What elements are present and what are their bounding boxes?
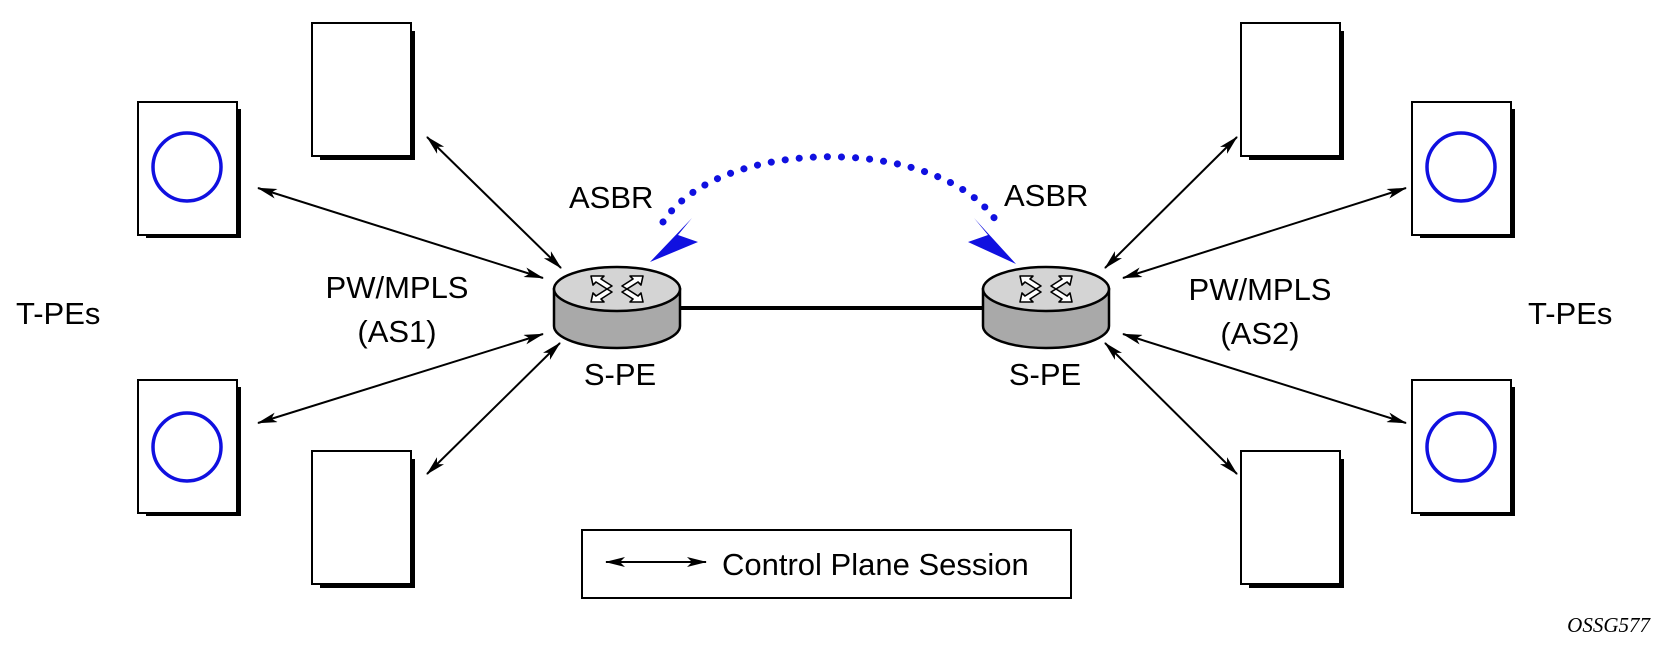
tpes-label-right: T-PEs xyxy=(1528,296,1612,331)
tpe-box-right-upper-plain xyxy=(1240,22,1344,160)
asbr-arrowhead-right xyxy=(968,218,1016,264)
session-arrow-left-upper-circle xyxy=(257,187,544,279)
pw-mpls-label-left-line1: PW/MPLS xyxy=(326,270,469,305)
tpe-box-right-upper-circle xyxy=(1411,101,1515,238)
circle-icon xyxy=(1425,411,1497,483)
tpes-label-left: T-PEs xyxy=(16,296,100,331)
tpe-box-left-upper-plain xyxy=(311,22,415,160)
circle-icon xyxy=(151,411,223,483)
spe-label-left: S-PE xyxy=(584,357,656,392)
asbr-label-left: ASBR xyxy=(569,180,653,215)
pw-mpls-label-right-line2: (AS2) xyxy=(1220,316,1299,351)
spe-label-right: S-PE xyxy=(1009,357,1081,392)
asbr-session-arc xyxy=(659,153,1001,226)
circle-icon xyxy=(151,131,223,203)
tpe-box-left-lower-plain xyxy=(311,450,415,588)
pw-mpls-label-left-line2: (AS1) xyxy=(357,314,436,349)
legend: Control Plane Session xyxy=(581,529,1072,599)
circle-icon xyxy=(1425,131,1497,203)
legend-label: Control Plane Session xyxy=(722,547,1029,582)
router-icon xyxy=(552,265,682,350)
session-arrow-right-lower-plain xyxy=(1104,342,1238,475)
session-arrow-right-upper-circle xyxy=(1122,187,1407,279)
session-arrow-left-lower-plain xyxy=(426,342,561,475)
tpe-box-right-lower-circle xyxy=(1411,379,1515,516)
router-icon xyxy=(981,265,1111,350)
tpe-box-left-upper-circle xyxy=(137,101,241,238)
figure-id: OSSG577 xyxy=(1567,613,1651,637)
pw-mpls-label-right-line1: PW/MPLS xyxy=(1189,272,1332,307)
asbr-label-right: ASBR xyxy=(1004,178,1088,213)
asbr-arrowhead-left xyxy=(650,218,698,262)
tpe-box-left-lower-circle xyxy=(137,379,241,516)
tpe-box-right-lower-plain xyxy=(1240,450,1344,588)
